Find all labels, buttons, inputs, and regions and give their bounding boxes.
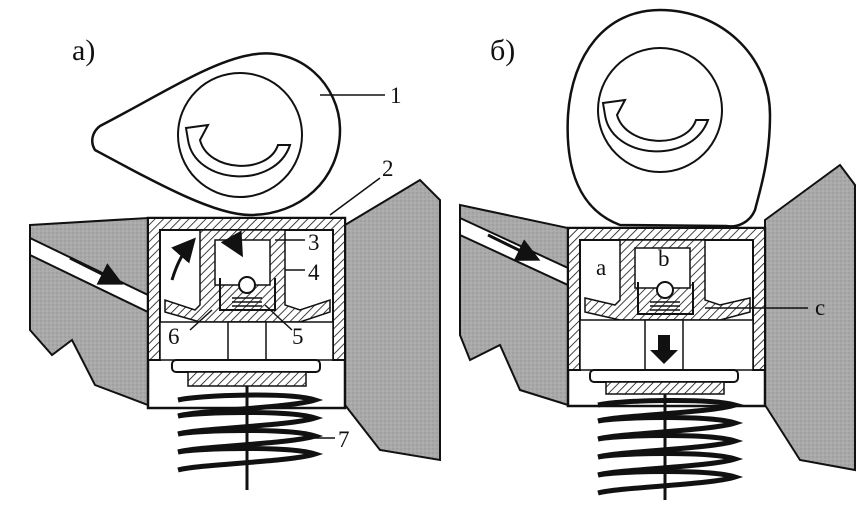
valve-cage-a (219, 278, 276, 311)
label-7: 7 (338, 427, 350, 452)
panel-title-b: б) (490, 34, 515, 67)
label-4: 4 (308, 260, 320, 285)
label-b: b (658, 246, 670, 271)
plunger-chamber-b (634, 247, 691, 289)
lifter-top-a (147, 217, 346, 361)
oil-flow-arrow-icon (487, 233, 541, 261)
cylinder-head-right-b (764, 163, 856, 472)
panel-a: а) 1 2 3 4 5 6 7 (29, 34, 441, 490)
oil-flow-arrow-icon (220, 230, 243, 258)
spring-retainer-lower-b (605, 381, 725, 395)
valve-spring-a (177, 392, 324, 473)
rotation-arrow-icon (184, 123, 292, 178)
spring-retainer-lower-a (187, 371, 307, 387)
label-2: 2 (382, 156, 394, 181)
oil-flow-arrow-icon (69, 256, 124, 285)
label-a: a (596, 255, 606, 280)
cylinder-head-right-a (344, 178, 441, 462)
spring-retainer-b (589, 369, 739, 383)
rotation-arrow-icon (601, 98, 710, 153)
down-arrow-icon (650, 335, 678, 364)
label-3: 3 (308, 230, 320, 255)
check-ball-b (656, 281, 674, 299)
valve-cage-b (637, 282, 694, 315)
check-ball-a (238, 276, 256, 294)
oil-flow-arrow-icon (170, 237, 196, 281)
panel-title-a: а) (72, 34, 95, 67)
spring-retainer-a (171, 359, 321, 373)
label-1: 1 (390, 83, 402, 108)
leaders-a (189, 94, 385, 439)
valve-spring-b (597, 398, 744, 496)
label-c: c (815, 295, 825, 320)
lifter-top-b (567, 227, 766, 371)
check-spring-b (650, 301, 680, 311)
label-5: 5 (292, 324, 304, 349)
label-6: 6 (168, 324, 180, 349)
check-spring-a (232, 297, 262, 307)
valve-stem-a (227, 321, 267, 361)
panel-b: б) a b c (459, 8, 856, 500)
